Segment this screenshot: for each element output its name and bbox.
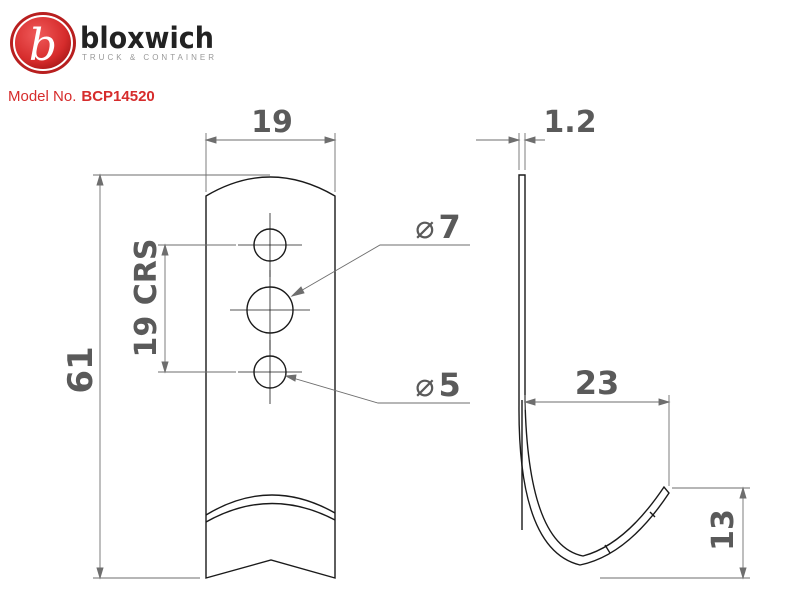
model-number: BCP14520: [81, 88, 154, 105]
side-view: [518, 174, 670, 566]
hook-height-dimension-label: 13: [706, 509, 741, 551]
diameter-symbol-icon: ⌀: [415, 366, 434, 404]
plate-bend-line-2: [205, 502, 336, 523]
dimension-labels: 19 1.2 61 19 CRS ⌀7 ⌀5 23 13: [61, 105, 741, 551]
hook-tip-line: [649, 511, 656, 518]
model-no-label: Model No.: [8, 88, 76, 105]
hook-profile: [518, 174, 670, 566]
brand-logo: b bloxwich TRUCK & CONTAINER: [10, 12, 214, 74]
hook-curve-line: [604, 544, 611, 554]
projection-dimension-label: 23: [575, 364, 620, 402]
brand-tagline: TRUCK & CONTAINER: [82, 53, 214, 62]
small-hole-diameter-label: ⌀5: [415, 366, 461, 404]
dimension-lines: [93, 133, 750, 580]
logo-letter: b: [29, 20, 57, 71]
diameter-symbol-icon: ⌀: [415, 208, 434, 246]
height-dimension-label: 61: [61, 346, 101, 393]
plate-outline: [205, 176, 336, 579]
plate-bend-line: [205, 494, 336, 516]
hole-centres-dimension-label: 19 CRS: [129, 239, 164, 358]
thickness-dimension-label: 1.2: [543, 105, 596, 140]
large-hole-diameter-label: ⌀7: [415, 208, 461, 246]
hole-centrelines: [230, 213, 310, 404]
front-view: [205, 176, 336, 579]
width-dimension-label: 19: [251, 105, 293, 140]
model-label: Model No. BCP14520: [8, 88, 155, 105]
brand-name: bloxwich: [80, 21, 214, 55]
